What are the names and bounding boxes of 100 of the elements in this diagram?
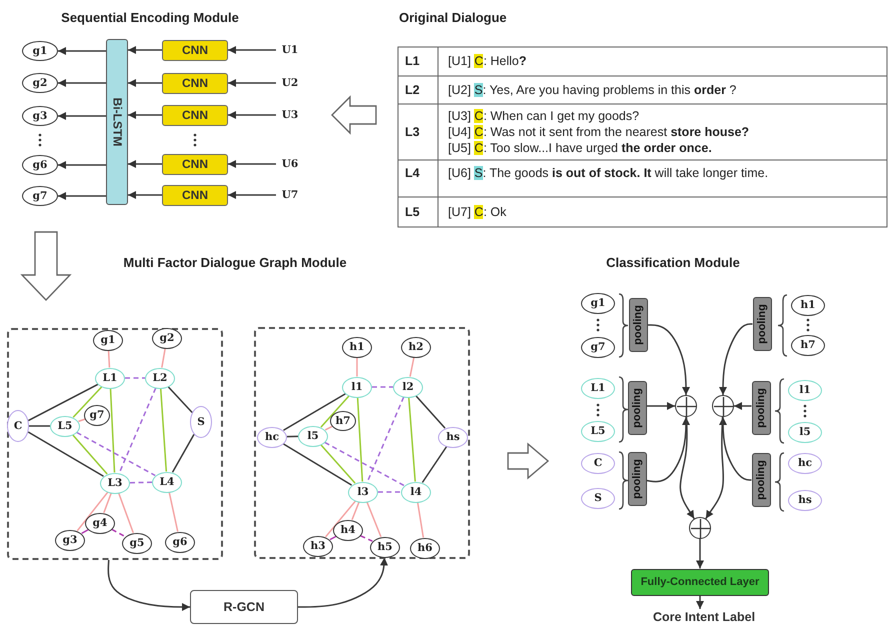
arrow [128, 191, 162, 199]
node-label: L2 [152, 372, 168, 384]
ellipse-node [22, 186, 58, 206]
node-label: L5 [590, 425, 606, 437]
node-label: g4 [92, 517, 108, 529]
ellipse-node [348, 482, 378, 502]
ellipse-node [342, 376, 372, 398]
node-label: L1 [590, 382, 606, 394]
pooling-block [752, 381, 770, 435]
connector [108, 350, 110, 368]
connector [110, 388, 116, 473]
node-label: l5 [307, 430, 319, 442]
sum-circle [712, 395, 734, 417]
connector [76, 492, 108, 532]
connector [29, 425, 50, 427]
connector [28, 384, 98, 422]
connector [125, 377, 145, 379]
node-label: L4 [160, 476, 174, 488]
node-label: hs [446, 431, 460, 443]
node-label: l5 [799, 426, 811, 438]
node-label: h6 [418, 542, 432, 554]
arrow [58, 192, 106, 200]
ellipse-node [22, 73, 58, 93]
node-label: hc [264, 431, 280, 443]
node-label: pooling [755, 388, 767, 428]
node-label: Bi-LSTM [110, 98, 124, 146]
arrow [228, 79, 276, 87]
ellipse-node [7, 410, 29, 442]
connector [356, 358, 358, 376]
node-label: g1 [32, 45, 48, 57]
node-label: L3 [108, 477, 122, 489]
node-label: S [594, 492, 602, 504]
pooling-block [752, 297, 772, 351]
arrow [696, 596, 704, 609]
dashed-frame [254, 327, 470, 559]
node-label: pooling [631, 459, 643, 499]
ellipse-node [145, 368, 175, 388]
node-label: pooling [755, 460, 767, 500]
connector [416, 502, 424, 538]
arrow [228, 111, 276, 119]
node-label: CNN [182, 157, 208, 171]
connector [372, 386, 393, 388]
ellipse-node [581, 452, 615, 474]
node-label: l2 [402, 381, 414, 393]
ellipse-node [788, 490, 822, 510]
pooling-block [628, 381, 646, 435]
node-label: h2 [408, 341, 424, 353]
arrow [58, 79, 106, 87]
ellipse-node [22, 41, 58, 61]
ellipse-node [788, 452, 822, 474]
ellipse-node [165, 532, 195, 552]
node-label: U6 [282, 158, 298, 170]
ellipse-node [401, 336, 431, 358]
arrow [696, 539, 704, 568]
connector [72, 386, 102, 418]
node-label: hc [798, 457, 812, 469]
arrow [128, 160, 162, 168]
ellipse-node [791, 334, 825, 356]
node-label: g3 [62, 534, 78, 546]
connector [160, 388, 168, 472]
connector [360, 535, 373, 542]
node-label: CNN [182, 188, 208, 202]
connector [356, 397, 364, 482]
node-label: CNN [182, 108, 208, 122]
node-label: g7 [90, 409, 104, 421]
layer-box [631, 568, 769, 596]
node-label: g6 [32, 159, 48, 171]
table-cell-text: [U1] C: Hello? [448, 54, 527, 69]
cnn-block [162, 154, 228, 174]
connector [286, 436, 298, 438]
module-title: Multi Factor Dialogue Graph Module [122, 255, 348, 270]
arrow [646, 402, 675, 410]
arrow [58, 161, 106, 169]
output-label: Core Intent Label [652, 610, 756, 624]
row-label: L1 [405, 54, 420, 69]
table-cell-text: [U6] S: The goods is out of stock. It will take longer time. [448, 166, 768, 181]
connector [324, 500, 356, 538]
node-label: L5 [58, 420, 72, 432]
ellipse-node [370, 536, 400, 558]
ellipse-node [95, 368, 125, 388]
node-label: Fully-Connected Layer [640, 576, 760, 588]
node-label: g5 [130, 537, 144, 549]
table-cell-text: [U7] C: Ok [448, 205, 506, 220]
connector [283, 393, 346, 431]
connector [320, 444, 356, 484]
connector [168, 386, 193, 414]
lstm-block [106, 39, 128, 205]
arrow [228, 160, 276, 168]
ellipse-node [410, 538, 440, 558]
node-label: g6 [172, 536, 188, 548]
connector [112, 528, 126, 538]
pooling-block [628, 452, 646, 506]
arrow [128, 46, 162, 54]
node-label: S [197, 416, 205, 428]
connector [282, 443, 352, 486]
ellipse-node [22, 155, 58, 175]
table-cell-text: [U4] C: Was not it sent from the nearest store house? [448, 125, 750, 140]
arrow [705, 416, 724, 520]
sum-circle [689, 517, 711, 539]
node-label: C [14, 420, 22, 432]
